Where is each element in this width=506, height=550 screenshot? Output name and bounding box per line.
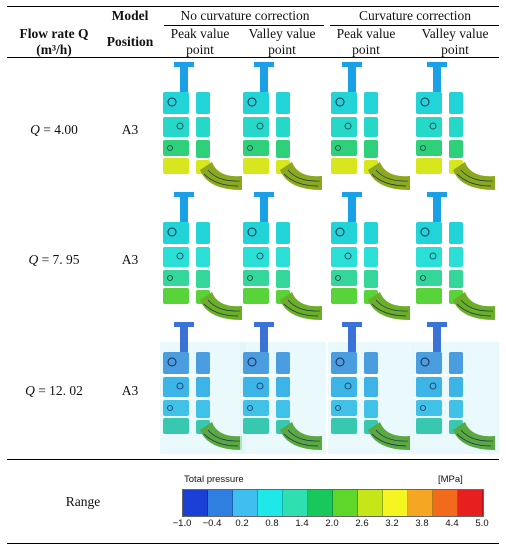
- group-header-correction: Curvature correction: [358, 8, 472, 23]
- contour-plot-image: [240, 322, 326, 454]
- legend-tick-label: 0.2: [235, 518, 249, 529]
- legend-swatch: [283, 490, 308, 516]
- legend-unit: [MPa]: [438, 474, 463, 485]
- legend-swatch: [408, 490, 433, 516]
- range-rule: [7, 459, 499, 460]
- model-header: Model: [111, 8, 149, 23]
- row3-position: A3: [121, 383, 139, 398]
- col-header-valley-1: Valley value point: [248, 26, 316, 57]
- contour-plot-image: [413, 62, 495, 190]
- row2-q-symbol: Q: [28, 252, 39, 267]
- flow-rate-header-line2: (m³/h): [36, 42, 72, 57]
- row2-position: A3: [121, 252, 139, 267]
- legend-swatch: [383, 490, 408, 516]
- contour-plot-image: [240, 192, 322, 320]
- top-rule: [7, 6, 499, 8]
- contour-plot-image: [160, 62, 242, 190]
- legend-color-bar: [182, 489, 484, 517]
- flow-rate-header-line1: Flow rate Q: [19, 26, 89, 41]
- legend-swatch: [308, 490, 333, 516]
- legend-tick-label: 4.4: [445, 518, 459, 529]
- row2-q-value: = 7. 95: [38, 252, 80, 267]
- legend-swatch: [433, 490, 458, 516]
- bottom-rule: [7, 543, 499, 545]
- group-rule-left: [164, 25, 324, 26]
- row1-q-value: = 4.00: [39, 122, 78, 137]
- flow-rate-header: Flow rate Q (m³/h): [8, 26, 100, 58]
- contour-plot-image: [328, 192, 410, 320]
- legend-title: Total pressure: [184, 474, 244, 485]
- legend-swatch: [233, 490, 258, 516]
- row2-flow-rate: Q = 7. 95: [8, 252, 100, 268]
- legend-tick-label: 5.0: [475, 518, 489, 529]
- legend-swatch: [258, 490, 283, 516]
- contour-plot-image: [160, 192, 242, 320]
- legend-tick-label: 2.0: [325, 518, 339, 529]
- contour-plot-image: [240, 62, 322, 190]
- range-label: Range: [65, 494, 101, 509]
- legend-tick-label: 3.2: [385, 518, 399, 529]
- contour-plot-image: [160, 322, 246, 454]
- legend-swatch: [458, 490, 483, 516]
- legend-tick-label: 0.8: [265, 518, 279, 529]
- legend-tick-label: −1.0: [172, 518, 192, 529]
- row1-q-symbol: Q: [30, 122, 40, 137]
- group-header-no-correction: No curvature correction: [180, 8, 310, 23]
- row3-q-value: = 12. 02: [34, 383, 83, 398]
- contour-plot-image: [413, 322, 499, 454]
- position-header: Position: [106, 34, 154, 49]
- legend-swatch: [333, 490, 358, 516]
- row3-q-symbol: Q: [25, 383, 35, 398]
- group-rule-right: [330, 25, 499, 26]
- contour-plot-image: [328, 322, 414, 454]
- row3-flow-rate: Q = 12. 02: [8, 383, 100, 399]
- col-header-peak-1: Peak value point: [170, 26, 230, 57]
- legend-swatch: [183, 490, 208, 516]
- row1-position: A3: [121, 122, 139, 137]
- contour-plot-image: [413, 192, 495, 320]
- legend-swatch: [208, 490, 233, 516]
- col-header-peak-2: Peak value point: [336, 26, 396, 57]
- row1-flow-rate: Q = 4.00: [8, 122, 100, 138]
- col-header-valley-2: Valley value point: [421, 26, 489, 57]
- legend-tick-label: 2.6: [355, 518, 369, 529]
- legend-tick-label: 3.8: [415, 518, 429, 529]
- contour-plot-image: [328, 62, 410, 190]
- legend-swatch: [358, 490, 383, 516]
- header-rule: [7, 57, 499, 58]
- legend-tick-label: 1.4: [295, 518, 309, 529]
- legend-tick-label: −0.4: [202, 518, 222, 529]
